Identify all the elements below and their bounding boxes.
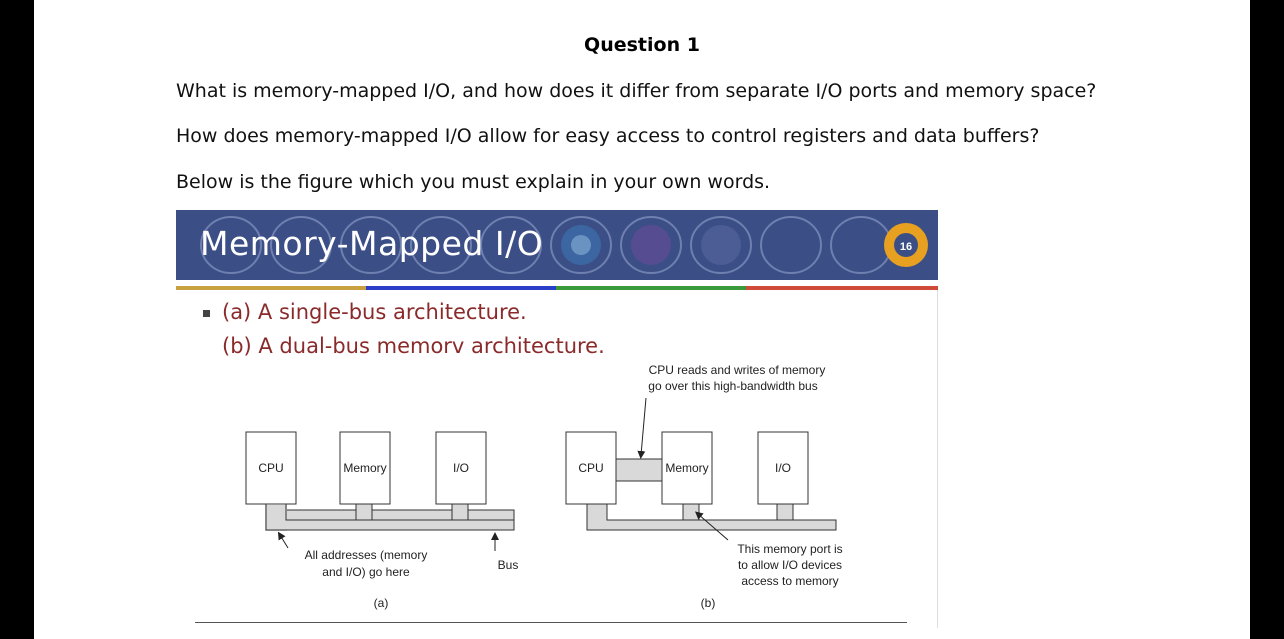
top-note-line2: go over this high-bandwidth bus [648, 379, 817, 393]
bullet-item-a: (a) A single-bus architecture. [222, 300, 527, 324]
slide-page-number: 16 [900, 241, 912, 253]
memory-box-b [661, 431, 713, 505]
io-box-a [435, 431, 487, 505]
slide-header: Memory-Mapped I/O 16 [176, 210, 938, 280]
io-label-b: I/O [775, 461, 791, 475]
io-label-a: I/O [453, 461, 469, 475]
port-note-line3: access to memory [741, 574, 838, 588]
cpu-label-b: CPU [578, 461, 603, 475]
note-a-line1: All addresses (memory [305, 548, 428, 562]
diagram-a: CPU Memory I/O All addresses (memory and… [245, 431, 519, 610]
bullet-item-b: (b) A dual-bus memorv architecture. [222, 334, 605, 358]
cpu-label-a: CPU [258, 461, 283, 475]
color-bar-red [746, 286, 938, 290]
bus-architecture-diagram: CPU Memory I/O All addresses (memory and… [245, 363, 843, 610]
memory-label-b: Memory [665, 461, 708, 475]
memory-box-a [339, 431, 391, 505]
bus-label: Bus [498, 558, 519, 572]
gear-badge-icon: 16 [884, 223, 928, 267]
slide-figure: Memory-Mapped I/O 16 (a) A single-bus ar… [176, 210, 938, 628]
slide-edge [937, 290, 938, 628]
bottom-rule [195, 622, 907, 623]
color-bar-blue [366, 286, 556, 290]
color-bar-green [556, 286, 746, 290]
color-bar-gold [176, 286, 366, 290]
caption-b: (b) [701, 596, 716, 610]
note-a-line2: and I/O) go here [322, 565, 410, 579]
io-box-b [757, 431, 809, 505]
question-paragraph-1: What is memory-mapped I/O, and how does … [176, 80, 1097, 102]
diagram-b: CPU Memory I/O CPU reads and writes of m… [565, 363, 843, 610]
cpu-box-a [245, 431, 297, 505]
port-note-line1: This memory port is [737, 542, 842, 556]
slide-title: Memory-Mapped I/O [200, 224, 544, 263]
bullet-marker [203, 310, 210, 317]
question-title: Question 1 [584, 34, 700, 56]
cpu-box-b [565, 431, 617, 505]
high-bandwidth-bus [615, 458, 663, 482]
question-paragraph-3: Below is the figure which you must expla… [176, 171, 771, 193]
memory-label-a: Memory [343, 461, 386, 475]
caption-a: (a) [374, 596, 389, 610]
port-note-line2: to allow I/O devices [738, 558, 842, 572]
top-note-line1: CPU reads and writes of memory [649, 363, 826, 377]
question-paragraph-2: How does memory-mapped I/O allow for eas… [176, 125, 1040, 147]
os-logos-banner [200, 216, 892, 274]
